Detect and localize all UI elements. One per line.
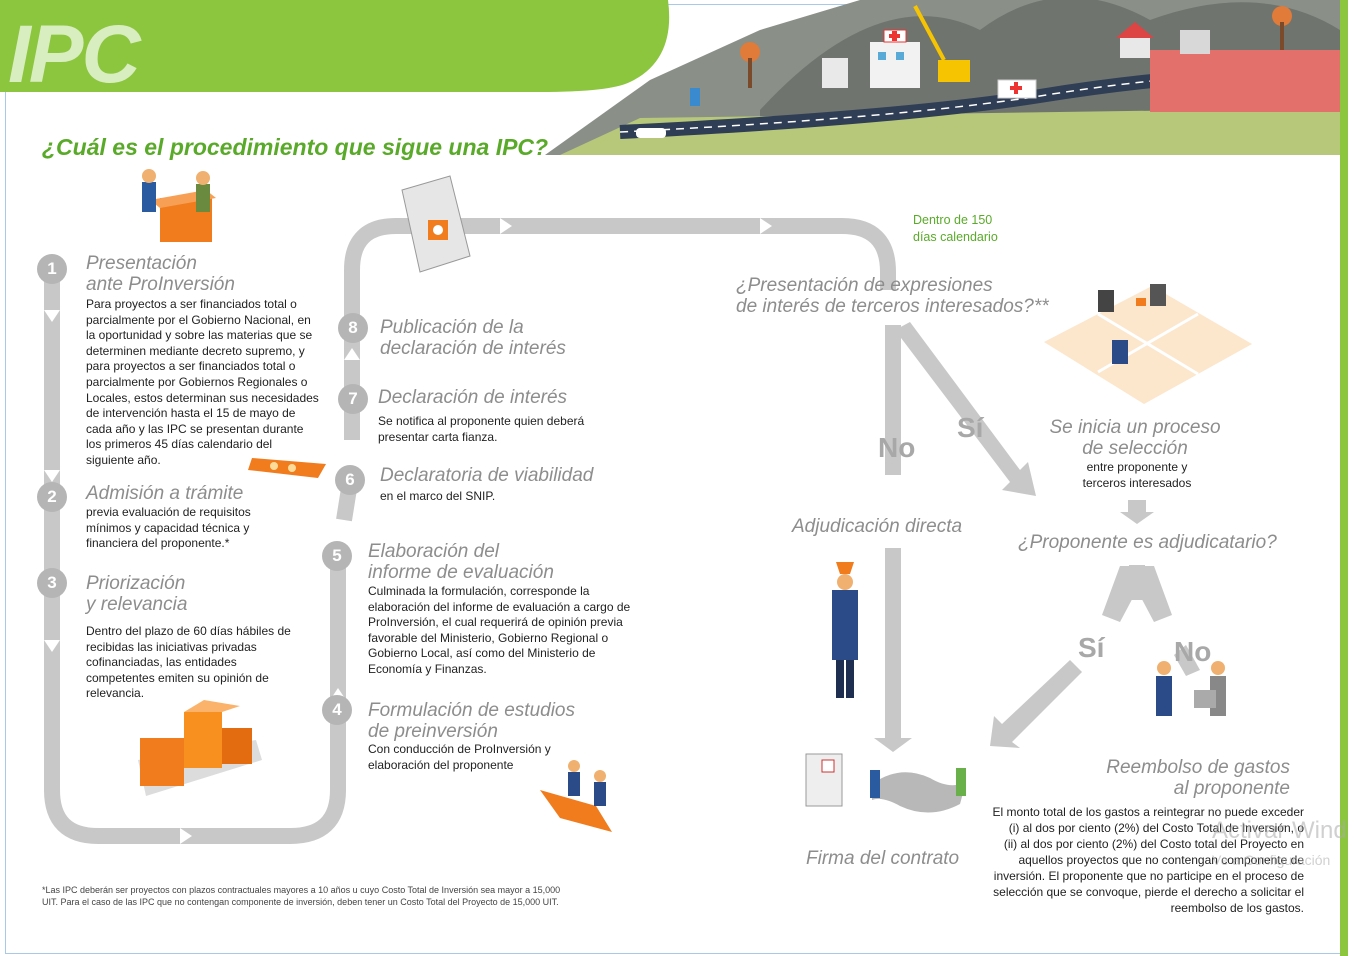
timeframe-note: Dentro de 150 días calendario — [913, 212, 998, 246]
trophy-winner-illustration — [832, 562, 858, 698]
contract-signing-label: Firma del contrato — [806, 848, 960, 869]
step-4-title-line-2: de preinversión — [368, 721, 498, 742]
step-badge-1: 1 — [37, 254, 67, 284]
selection-text-line-2: terceros interesados — [1082, 475, 1192, 490]
selection-text-line-1: entre proponente y — [1086, 460, 1188, 474]
step-badge-8: 8 — [338, 313, 368, 343]
step-5-title-line-1: Elaboración del — [368, 541, 499, 562]
step-5-title-line-2: informe de evaluación — [368, 562, 554, 583]
city-landscape-illustration — [545, 0, 1341, 155]
step-2-text: previa evaluación de requisitos mínimos … — [86, 505, 251, 551]
selection-process-title: Se inicia un proceso de selección — [1040, 417, 1230, 459]
podium-illustration — [138, 700, 262, 796]
reimbursement-line: (ii) al dos por ciento (2%) del Costo to… — [1003, 837, 1304, 851]
reimbursement-title: Reembolso de gastos al proponente — [1060, 757, 1290, 799]
header-green-blob — [0, 0, 670, 92]
step-3-text: Dentro del plazo de 60 días hábiles de r… — [86, 624, 291, 701]
step-8-title-line-2: declaración de interés — [380, 338, 566, 359]
step-3-title: Priorización y relevancia — [86, 573, 187, 615]
step-1-text: Para proyectos a ser financiados total o… — [86, 297, 319, 467]
step-5-title: Elaboración del informe de evaluación — [368, 541, 554, 583]
presenting-people-illustration — [142, 169, 216, 242]
step-4-title: Formulación de estudios de preinversión — [368, 700, 575, 742]
direct-award-label: Adjudicación directa — [792, 516, 963, 537]
activation-watermark-subtext: Ve a Configuración — [1212, 852, 1331, 868]
selection-process-illustration — [1044, 284, 1252, 404]
step-7-text: Se notifica al proponente quien deberá p… — [378, 414, 585, 444]
step-badge-3: 3 — [37, 568, 67, 598]
step-badge-4: 4 — [322, 695, 352, 725]
timeframe-line-1: Dentro de 150 — [913, 213, 993, 227]
yes-label-awardee: Sí — [1078, 632, 1105, 663]
timeframe-line-2: días calendario — [913, 230, 998, 244]
reimbursement-line: aquellos proyectos que no contengan comp… — [1018, 853, 1304, 867]
yes-label-interest: Sí — [957, 412, 984, 443]
step-6-text: en el marco del SNIP. — [380, 489, 496, 503]
step-2-title: Admisión a trámite — [86, 483, 244, 504]
no-label-interest: No — [878, 432, 916, 463]
step-4-text: Con conducción de ProInversión y elabora… — [368, 742, 551, 772]
step-7-title: Declaración de interés — [378, 387, 568, 408]
newspaper-illustration — [401, 175, 471, 273]
desk-workers-illustration — [540, 760, 612, 832]
selection-title-line-1: Se inicia un proceso — [1049, 417, 1221, 438]
step-5-text: Culminada la formulación, corresponde la… — [368, 584, 631, 676]
reimbursement-line: selección que se convoque, pierde el der… — [993, 885, 1304, 899]
reimbursement-line: reembolso de los gastos. — [1170, 901, 1304, 915]
brand-logo-text: IPC — [8, 9, 141, 100]
reimbursement-line: El monto total de los gastos a reintegra… — [992, 805, 1304, 819]
right-accent-bar — [1340, 0, 1348, 956]
step-6-title: Declaratoria de viabilidad — [380, 465, 594, 486]
selection-title-line-2: de selección — [1082, 438, 1188, 459]
step-8-title-line-1: Publicación de la — [380, 317, 524, 338]
step-badge-6: 6 — [335, 465, 365, 495]
reimbursement-line: inversión. El proponente que no particip… — [993, 869, 1304, 883]
reimbursement-text: El monto total de los gastos a reintegra… — [980, 804, 1304, 916]
reimbursement-illustration — [1156, 661, 1226, 716]
step-3-title-line-2: y relevancia — [86, 594, 188, 615]
step-badge-2: 2 — [37, 482, 67, 512]
branch-arrows — [874, 322, 1200, 752]
page-title: ¿Cuál es el procedimiento que sigue una … — [42, 134, 549, 160]
activation-watermark: Activar Wind — [1212, 817, 1347, 844]
question-third-party-interest: ¿Presentación de expresiones de interés … — [736, 275, 1049, 317]
question-interest-line-2: de interés de terceros interesados?** — [736, 296, 1049, 317]
selection-process-text: entre proponente y terceros interesados — [1050, 460, 1224, 491]
no-label-awardee: No — [1174, 636, 1212, 667]
step-badge-5: 5 — [322, 541, 352, 571]
question-proponent-awardee: ¿Proponente es adjudicatario? — [1018, 532, 1277, 553]
step-1-title: Presentación ante ProInversión — [86, 253, 235, 295]
reimbursement-line: (i) al dos por ciento (2%) del Costo Tot… — [1008, 821, 1304, 835]
question-interest-line-1: ¿Presentación de expresiones — [736, 275, 993, 296]
step-4-title-line-1: Formulación de estudios — [368, 700, 575, 721]
reimbursement-title-line-1: Reembolso de gastos — [1106, 757, 1290, 778]
step-badge-7: 7 — [338, 384, 368, 414]
reimbursement-title-line-2: al proponente — [1173, 778, 1290, 799]
contract-handshake-illustration — [805, 753, 966, 813]
step-3-title-line-1: Priorización — [86, 573, 186, 594]
step-1-title-line-1: Presentación — [86, 253, 197, 274]
footnote: *Las IPC deberán ser proyectos con plazo… — [42, 885, 561, 907]
step-8-title: Publicación de la declaración de interés — [380, 317, 566, 359]
banknote-illustration — [248, 458, 326, 478]
step-1-title-line-2: ante ProInversión — [86, 274, 235, 295]
